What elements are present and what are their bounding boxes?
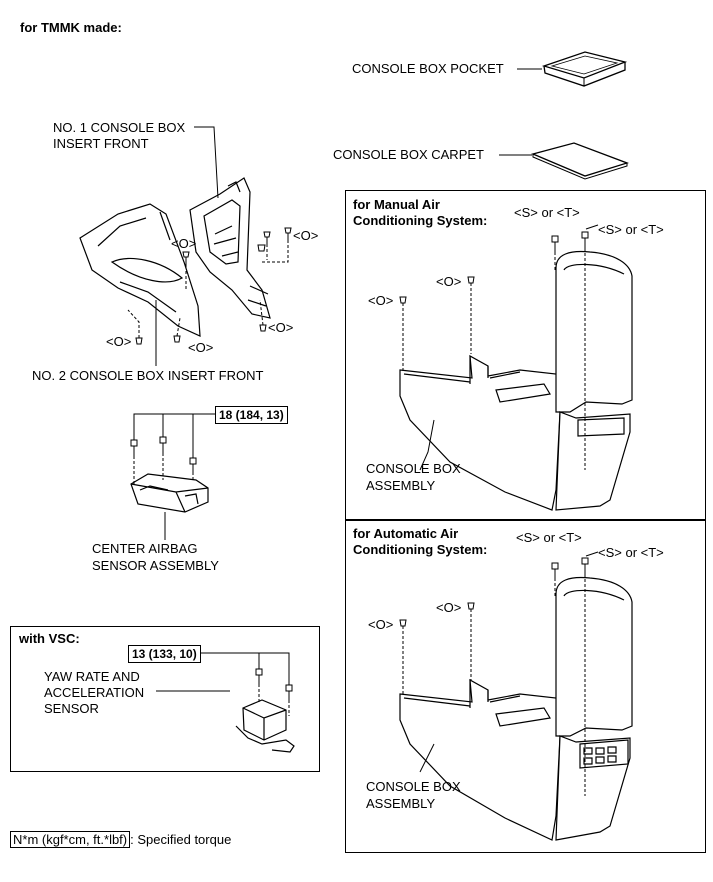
auto-console-label-line2: ASSEMBLY xyxy=(366,796,436,811)
yaw-label-line3: SENSOR xyxy=(44,701,99,716)
insert-front-1-label-line2: INSERT FRONT xyxy=(53,136,149,151)
console-box-pocket-illustration xyxy=(544,52,625,86)
auto-ac-title-line1: for Automatic Air xyxy=(353,526,459,541)
yaw-sensor-illustration xyxy=(236,700,294,752)
insert-clips xyxy=(128,228,291,344)
console-box-manual-illustration xyxy=(400,252,632,510)
manual-screws xyxy=(400,232,588,470)
clip-label-o-4: <O> xyxy=(106,334,132,349)
clip-label-o-5: <O> xyxy=(188,340,214,355)
vsc-panel-title: with VSC: xyxy=(19,631,80,646)
auto-label-s-or-t-2: <S> or <T> xyxy=(598,545,664,560)
auto-ac-title-line2: Conditioning System: xyxy=(353,542,488,557)
airbag-torque-box: 18 (184, 13) xyxy=(215,406,288,424)
manual-label-o-2: <O> xyxy=(368,293,394,308)
console-box-auto-illustration xyxy=(400,578,632,840)
manual-label-s-or-t-1: <S> or <T> xyxy=(514,205,580,220)
manual-console-label-line2: ASSEMBLY xyxy=(366,478,436,493)
auto-label-o-2: <O> xyxy=(368,617,394,632)
airbag-bolts xyxy=(131,437,196,486)
console-box-pocket-label: CONSOLE BOX POCKET xyxy=(352,61,504,76)
clip-label-o-2: <O> xyxy=(293,228,319,243)
console-box-carpet-illustration xyxy=(533,143,627,179)
auto-console-label-line1: CONSOLE BOX xyxy=(366,779,461,794)
manual-label-s-or-t-2: <S> or <T> xyxy=(598,222,664,237)
manual-label-o-1: <O> xyxy=(436,274,462,289)
airbag-sensor-illustration xyxy=(131,474,208,512)
auto-ac-panel xyxy=(345,520,706,853)
yaw-label-line2: ACCELERATION xyxy=(44,685,145,700)
torque-legend-unit: N*m (kgf*cm, ft.*lbf) xyxy=(10,831,131,848)
yaw-torque-box: 13 (133, 10) xyxy=(128,645,201,663)
insert-front-1-illustration xyxy=(190,178,270,318)
yaw-label-line1: YAW RATE AND xyxy=(44,669,140,684)
airbag-label-line1: CENTER AIRBAG xyxy=(92,541,198,556)
insert-front-1-label-line1: NO. 1 CONSOLE BOX xyxy=(53,120,186,135)
vsc-panel: with VSC: xyxy=(10,626,320,772)
torque-legend: N*m (kgf*cm, ft.*lbf): Specified torque xyxy=(10,831,232,848)
console-box-carpet-label: CONSOLE BOX CARPET xyxy=(333,147,484,162)
torque-legend-desc: : Specified torque xyxy=(130,832,232,847)
manual-console-label-line1: CONSOLE BOX xyxy=(366,461,461,476)
airbag-label-line2: SENSOR ASSEMBLY xyxy=(92,558,219,573)
insert-front-2-label: NO. 2 CONSOLE BOX INSERT FRONT xyxy=(32,368,264,383)
manual-ac-title-line1: for Manual Air xyxy=(353,197,440,212)
yaw-bolts xyxy=(256,669,292,716)
insert-front-2-illustration xyxy=(80,204,200,336)
clip-label-o-3: <O> xyxy=(268,320,294,335)
manual-ac-panel xyxy=(345,190,706,520)
manual-ac-title-line2: Conditioning System: xyxy=(353,213,488,228)
auto-label-o-1: <O> xyxy=(436,600,462,615)
clip-label-o-1: <O> xyxy=(171,236,197,251)
auto-screws xyxy=(400,558,588,796)
page-title: for TMMK made: xyxy=(20,20,122,35)
auto-label-s-or-t-1: <S> or <T> xyxy=(516,530,582,545)
